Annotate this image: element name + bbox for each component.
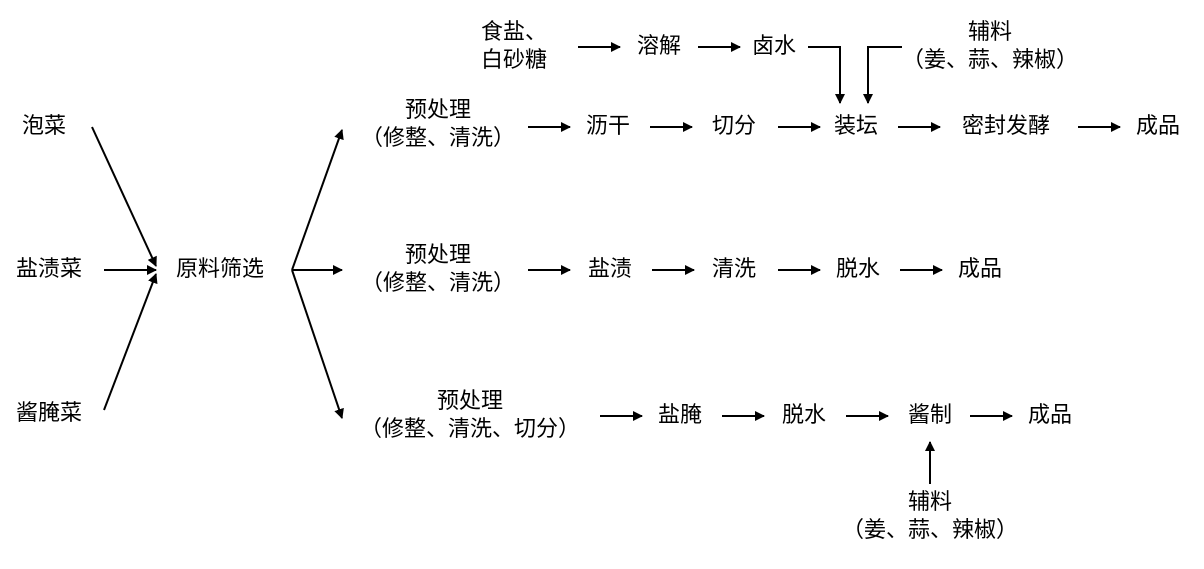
node-r1-step1: 沥干	[585, 114, 631, 139]
node-salt-sugar-line2: 白砂糖	[480, 48, 548, 73]
arrow-aux-to-tank	[863, 46, 902, 104]
node-r3-aux: 辅料 （姜、蒜、辣椒）	[842, 489, 1018, 545]
arrow-screening-to-row3	[291, 269, 344, 419]
node-r3-aux-title: 辅料	[907, 490, 953, 515]
node-brine: 卤水	[751, 34, 797, 59]
input-jiang: 酱腌菜	[16, 401, 83, 426]
node-r2-step3: 脱水	[835, 257, 881, 282]
arrow-brine-to-tank	[808, 46, 845, 104]
node-r3-product: 成品	[1027, 403, 1073, 428]
node-screening: 原料筛选	[175, 257, 265, 282]
node-r1-step2: 切分	[711, 114, 757, 139]
node-r1-aux-detail: （姜、蒜、辣椒）	[901, 48, 1079, 73]
arrow-screening-to-row1	[291, 129, 344, 271]
node-r1-pretreat-title: 预处理	[404, 98, 472, 123]
node-salt-sugar-line1: 食盐、	[480, 20, 548, 45]
node-r1-aux: 辅料 （姜、蒜、辣椒）	[902, 19, 1078, 75]
node-r1-pretreat-detail: （修整、清洗）	[360, 126, 516, 151]
node-r2-step1: 盐渍	[587, 257, 633, 282]
node-r2-pretreat-title: 预处理	[404, 243, 472, 268]
node-r2-pretreat: 预处理 （修整、清洗）	[361, 242, 515, 298]
node-r3-step2: 脱水	[781, 403, 827, 428]
node-r1-aux-title: 辅料	[967, 20, 1013, 45]
node-dissolve: 溶解	[636, 34, 682, 59]
node-r1-step4: 密封发酵	[961, 114, 1051, 139]
input-yan: 盐渍菜	[16, 257, 83, 282]
node-r1-product: 成品	[1135, 114, 1181, 139]
node-r3-pretreat: 预处理 （修整、清洗、切分）	[360, 388, 580, 444]
node-r3-step3: 酱制	[907, 403, 953, 428]
input-pao: 泡菜	[22, 114, 67, 139]
arrow-pao-to-screening	[91, 126, 157, 267]
node-r3-pretreat-detail: （修整、清洗、切分）	[359, 417, 581, 442]
node-r3-step1: 盐腌	[657, 403, 703, 428]
node-r2-step2: 清洗	[711, 257, 757, 282]
node-r1-step3: 装坛	[833, 114, 879, 139]
node-r3-aux-detail: （姜、蒜、辣椒）	[841, 518, 1019, 543]
node-salt-sugar: 食盐、 白砂糖	[481, 19, 547, 75]
node-r2-pretreat-detail: （修整、清洗）	[360, 271, 516, 296]
node-r1-pretreat: 预处理 （修整、清洗）	[361, 97, 515, 153]
arrow-jiang-to-screening	[103, 273, 158, 411]
node-r2-product: 成品	[957, 257, 1003, 282]
node-r3-pretreat-title: 预处理	[436, 389, 504, 414]
